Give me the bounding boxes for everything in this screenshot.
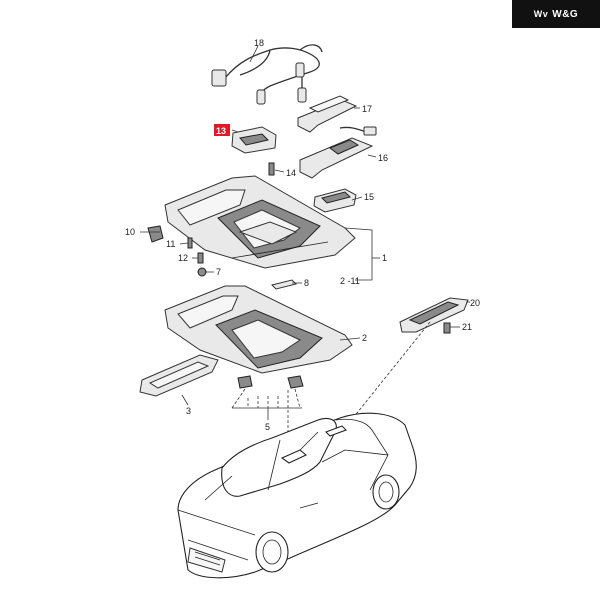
part-8-clip — [271, 279, 297, 290]
part-15-light — [313, 188, 357, 213]
callout-11: 11 — [166, 239, 175, 249]
callout-21: 21 — [462, 322, 472, 332]
callout-3: 3 — [186, 406, 191, 416]
wiring-harness — [211, 44, 323, 105]
callout-13: 13 — [216, 126, 226, 136]
headliner-assembly — [164, 175, 356, 269]
callout-5: 5 — [265, 422, 270, 432]
part-7-nut — [197, 267, 207, 277]
connector-line-right — [344, 321, 431, 429]
bracket-16 — [299, 126, 377, 179]
part-13-module — [231, 126, 277, 154]
callout-2: 2 — [362, 333, 367, 343]
callout-17: 17 — [362, 104, 372, 114]
callout-7: 7 — [216, 267, 221, 277]
callout-8: 8 — [304, 278, 309, 288]
part-10-hook — [147, 225, 164, 243]
clips-5 — [231, 375, 304, 409]
callout-14: 14 — [286, 168, 296, 178]
screw-21 — [443, 322, 451, 334]
brand-logo-box: Wv W&G — [512, 0, 600, 28]
bracket-17 — [297, 95, 360, 133]
callout-1: 1 — [382, 253, 387, 263]
brand-mark: Wv — [533, 9, 549, 19]
part-12-clip — [197, 252, 204, 264]
callout-18: 18 — [254, 38, 264, 48]
grab-handle-20 — [399, 297, 469, 333]
part-11-screw — [187, 237, 193, 249]
callout-10: 10 — [125, 227, 135, 237]
callout-20: 20 — [470, 298, 480, 308]
highlight-13 — [214, 124, 230, 136]
callout-16: 16 — [378, 153, 388, 163]
callout-15: 15 — [364, 192, 374, 202]
brand-text: W&G — [552, 8, 579, 20]
screw-14 — [268, 162, 285, 176]
leader-lines — [140, 45, 470, 420]
headliner-panel — [164, 285, 353, 374]
callout-12: 12 — [178, 253, 188, 263]
callout-2-11: 2 -11 — [340, 276, 360, 286]
visor-panel-3 — [139, 354, 219, 397]
car-illustration — [177, 412, 417, 579]
